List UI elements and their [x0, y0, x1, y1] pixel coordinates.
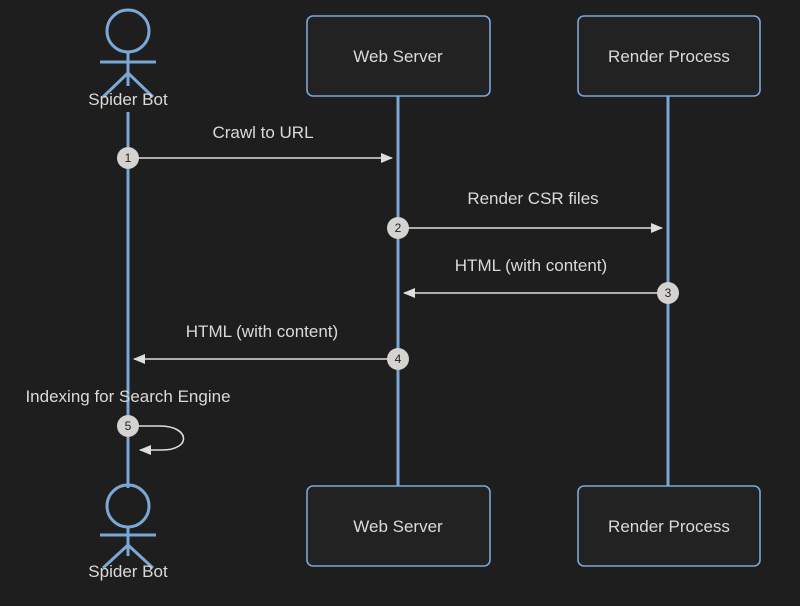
actor-leg-right-line: [126, 543, 155, 570]
message-number-badge: [387, 217, 409, 239]
message-label: Indexing for Search Engine: [25, 387, 230, 406]
message-number-badge: [117, 147, 139, 169]
message-number-label: 4: [395, 352, 402, 366]
participant-box-render-process-top[interactable]: Render Process: [577, 15, 761, 97]
actor-spider-bot-top[interactable]: Spider Bot: [88, 8, 168, 109]
participant-box-rect: [306, 15, 491, 97]
actor-head-icon: [105, 483, 151, 529]
actor-leg-left-line: [101, 71, 130, 99]
message-label: HTML (with content): [455, 256, 607, 275]
lifelines: [126, 96, 670, 488]
participant-box-rect: [577, 485, 761, 567]
message-5-self-loop[interactable]: Indexing for Search Engine 5: [25, 387, 231, 455]
message-number-badge: [117, 415, 139, 437]
message-number-badge: [657, 282, 679, 304]
participant-box-label: Render Process: [608, 47, 730, 66]
actor-leg-right-line: [126, 71, 155, 99]
participant-box-web-server-top[interactable]: Web Server: [306, 15, 491, 97]
message-number-label: 1: [125, 151, 132, 165]
message-number-badge: [387, 348, 409, 370]
message-1[interactable]: Crawl to URL 1: [117, 123, 393, 169]
participant-box-rect: [577, 15, 761, 97]
actor-leg-left-line: [101, 543, 130, 570]
actor-spider-bot-bottom[interactable]: Spider Bot: [88, 483, 168, 581]
actor-label-spider-bot-top: Spider Bot: [88, 90, 168, 109]
participant-box-render-process-bottom[interactable]: Render Process: [577, 485, 761, 567]
actor-head-icon: [105, 8, 151, 54]
actor-label-spider-bot-bottom: Spider Bot: [88, 562, 168, 581]
message-4[interactable]: HTML (with content) 4: [133, 322, 409, 370]
message-number-label: 5: [125, 419, 132, 433]
message-label: HTML (with content): [186, 322, 338, 341]
message-3[interactable]: HTML (with content) 3: [403, 256, 679, 304]
participant-box-rect: [306, 485, 491, 567]
message-number-label: 2: [395, 221, 402, 235]
participant-box-web-server-bottom[interactable]: Web Server: [306, 485, 491, 567]
participant-box-label: Render Process: [608, 517, 730, 536]
message-label: Crawl to URL: [212, 123, 313, 142]
participant-box-label: Web Server: [353, 47, 443, 66]
message-number-label: 3: [665, 286, 672, 300]
message-self-loop-path: [138, 425, 185, 455]
message-label: Render CSR files: [467, 189, 598, 208]
message-2[interactable]: Render CSR files 2: [387, 189, 663, 239]
participant-box-label: Web Server: [353, 517, 443, 536]
